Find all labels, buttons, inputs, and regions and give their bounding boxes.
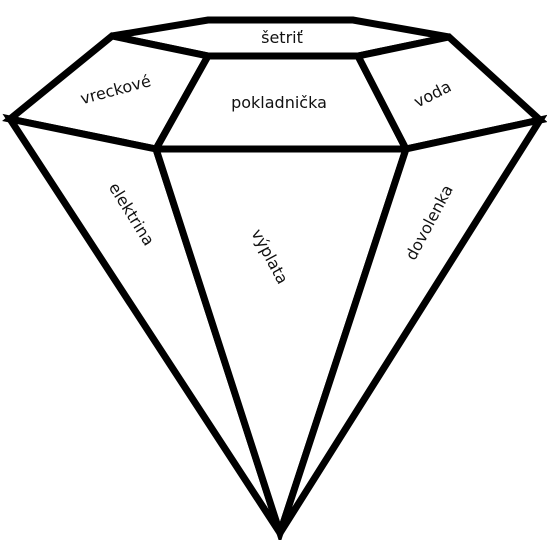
label-center-top: pokladnička (231, 93, 327, 112)
label-top: šetriť (261, 28, 303, 47)
